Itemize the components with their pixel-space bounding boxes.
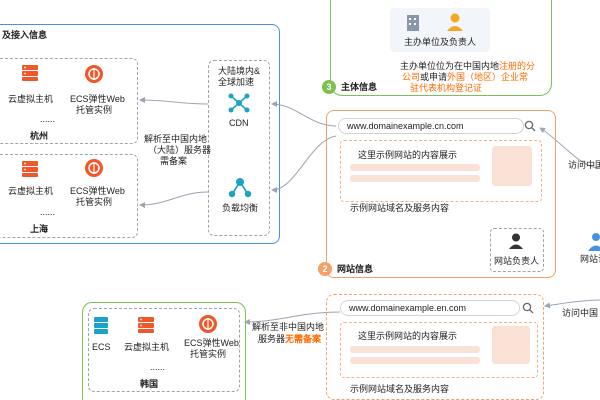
shanghai-ecs-label-1: ECS弹性Web: [70, 186, 125, 196]
cdn-label: CDN: [229, 118, 249, 128]
korea-ecs-web-label-2: 托管实例: [190, 349, 227, 359]
overseas-url-bar[interactable]: www.domainexample.en.com: [340, 300, 520, 316]
subject-note-line1: 主办单位位为在中国内地注册的分: [400, 61, 535, 72]
resolve-overseas-highlight: 无需备案: [285, 334, 322, 344]
resolve-cn-line1: 解析至中国内地: [144, 134, 208, 144]
building-icon: [407, 15, 419, 31]
access-panel-title: 及接入信息: [2, 30, 48, 40]
korea-ecs-label: ECS: [92, 342, 111, 352]
search-icon[interactable]: [524, 120, 536, 132]
subject-badge: 3: [322, 80, 336, 94]
ecs-web-icon: [199, 315, 217, 333]
resolve-overseas-line2: 服务器无需备案: [258, 334, 321, 345]
cdn-note-line1: 大陆境内&: [218, 66, 261, 76]
access-panel: [0, 24, 280, 244]
visitor-icon: [588, 233, 600, 251]
load-balancer-icon: [228, 178, 252, 198]
hangzhou-vhost-label: 云虚拟主机: [8, 94, 54, 104]
subject-note-line3: 驻代表机构登记证: [410, 83, 483, 93]
overseas-content-image: [492, 326, 530, 364]
site-url-bar[interactable]: www.domainexample.cn.com: [338, 118, 524, 134]
resolve-cn-line3: 需备案: [160, 156, 188, 166]
korea-vhost-label: 云虚拟主机: [124, 342, 170, 352]
korea-ellipsis: ......: [150, 362, 166, 372]
korea-panel: [82, 302, 246, 400]
site-title: 网站信息: [337, 264, 374, 274]
ecs-icon: [94, 317, 108, 334]
subject-note-text2: 或申请: [420, 72, 448, 82]
korea-label: 韩国: [140, 379, 159, 389]
resolve-overseas-line1: 解析至非中国内地: [252, 322, 325, 332]
site-content-line: [350, 175, 480, 182]
subject-note-highlight3: 外国（地区）企业常: [447, 72, 529, 82]
hangzhou-label: 杭州: [30, 131, 49, 141]
server-icon: [138, 317, 154, 333]
load-balancer-label: 负载均衡: [222, 203, 259, 213]
subject-panel: [330, 0, 552, 96]
site-content-image: [492, 146, 532, 186]
server-icon: [22, 161, 38, 177]
owner-card: [390, 8, 490, 52]
owner-label: 主办单位及负责人: [404, 37, 477, 47]
hangzhou-group: [0, 58, 138, 144]
subject-note-highlight1: 注册的分: [499, 61, 536, 71]
site-content-label: 这里示例网站的内容展示: [358, 150, 458, 160]
person-icon: [447, 13, 463, 31]
resolve-overseas-text: 服务器: [258, 334, 286, 344]
site-responsible-label: 网站负责人: [494, 256, 540, 266]
overseas-content-line: [350, 346, 480, 353]
korea-ecs-web-label-1: ECS弹性Web: [184, 338, 239, 348]
overseas-content-line: [350, 357, 480, 364]
ecs-web-icon: [85, 65, 103, 83]
site-content-area: [340, 140, 542, 202]
subject-note-highlight2: 公司: [402, 72, 421, 82]
search-icon[interactable]: [522, 302, 534, 314]
shanghai-group: [0, 154, 138, 238]
site-panel: [326, 110, 556, 278]
shanghai-ecs-label-2: 托管实例: [76, 197, 113, 207]
hangzhou-ecs-label-1: ECS弹性Web: [70, 94, 125, 104]
ecs-web-icon: [85, 159, 103, 177]
site-domain-label: 示例网站域名及服务内容: [350, 203, 450, 213]
korea-group: [88, 308, 240, 392]
subject-title: 主体信息: [341, 82, 378, 92]
visit-cn-label: 访问中国: [568, 160, 600, 170]
person-icon: [509, 233, 523, 249]
site-responsible-card: [490, 228, 544, 272]
subject-note-line2: 公司或申请外国（地区）企业常: [402, 72, 528, 83]
visitor-site-label: 网站访: [580, 254, 600, 264]
site-badge: 2: [318, 262, 332, 276]
cdn-note-line2: 全球加速: [218, 77, 255, 87]
resolve-cn-line2: （大陆）服务器: [148, 145, 212, 155]
shanghai-vhost-label: 云虚拟主机: [8, 186, 54, 196]
overseas-domain-label: 示例网站域名及服务内容: [350, 384, 450, 394]
cdn-icon: [228, 93, 250, 113]
subject-note-text1: 主办单位位为在中国内地: [400, 61, 500, 71]
hangzhou-ecs-label-2: 托管实例: [76, 105, 113, 115]
visit-overseas-label: 访问中国: [562, 308, 599, 318]
site-content-line: [350, 164, 480, 171]
overseas-content-area: [340, 322, 538, 378]
overseas-content-label: 这里示例网站的内容展示: [358, 331, 458, 341]
shanghai-label: 上海: [30, 224, 49, 234]
server-icon: [22, 65, 38, 81]
shanghai-ellipsis: ......: [40, 207, 56, 217]
cdn-lb-group: [208, 60, 270, 236]
hangzhou-ellipsis: ......: [40, 114, 56, 124]
